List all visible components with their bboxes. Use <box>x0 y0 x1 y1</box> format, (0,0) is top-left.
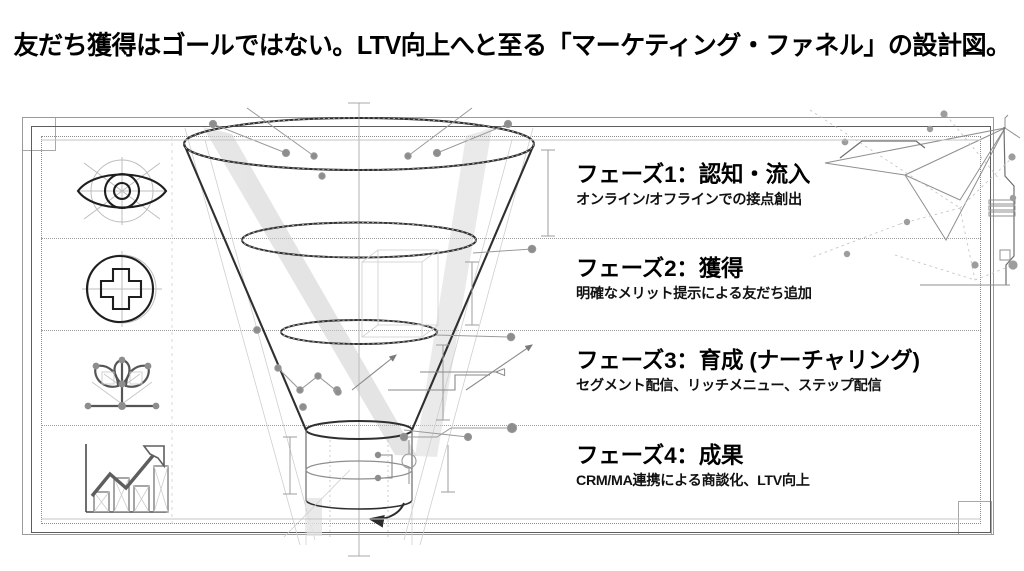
sprout-icon <box>74 344 170 420</box>
phase-separator-2 <box>41 330 981 331</box>
phase-2-subtext: 明確なメリット提示による友だち追加 <box>576 286 812 303</box>
growth-chart-icon <box>74 440 174 522</box>
phase-separator-1 <box>41 238 981 239</box>
phase-3-heading: フェーズ3：育成 (ナーチャリング) <box>576 348 920 373</box>
phase-3-subtext: セグメント配信、リッチメニュー、ステップ配信 <box>576 378 882 395</box>
phase-1-subtext: オンライン/オフラインでの接点創出 <box>576 192 802 209</box>
phase-1-block: フェーズ1：認知・流入 オンライン/オフラインでの接点創出 <box>576 162 810 209</box>
phase-2-heading: フェーズ2：獲得 <box>576 256 744 281</box>
phase-2-block: フェーズ2：獲得 明確なメリット提示による友だち追加 <box>576 256 812 303</box>
phase-4-heading: フェーズ4：成果 <box>576 443 744 468</box>
phase-4-block: フェーズ4：成果 CRM/MA連携による商談化、LTV向上 <box>576 443 810 490</box>
phase-3-block: フェーズ3：育成 (ナーチャリング) セグメント配信、リッチメニュー、ステップ配… <box>576 348 920 395</box>
phase-1-heading: フェーズ1：認知・流入 <box>576 162 811 187</box>
plus-circle-icon <box>80 250 164 328</box>
eye-icon <box>72 155 172 227</box>
frame-outer <box>22 117 994 535</box>
page-title: 友だち獲得はゴールではない。LTV向上へと至る「マーケティング・ファネル」の設計… <box>13 32 1011 60</box>
phase-4-subtext: CRM/MA連携による商談化、LTV向上 <box>576 473 810 490</box>
